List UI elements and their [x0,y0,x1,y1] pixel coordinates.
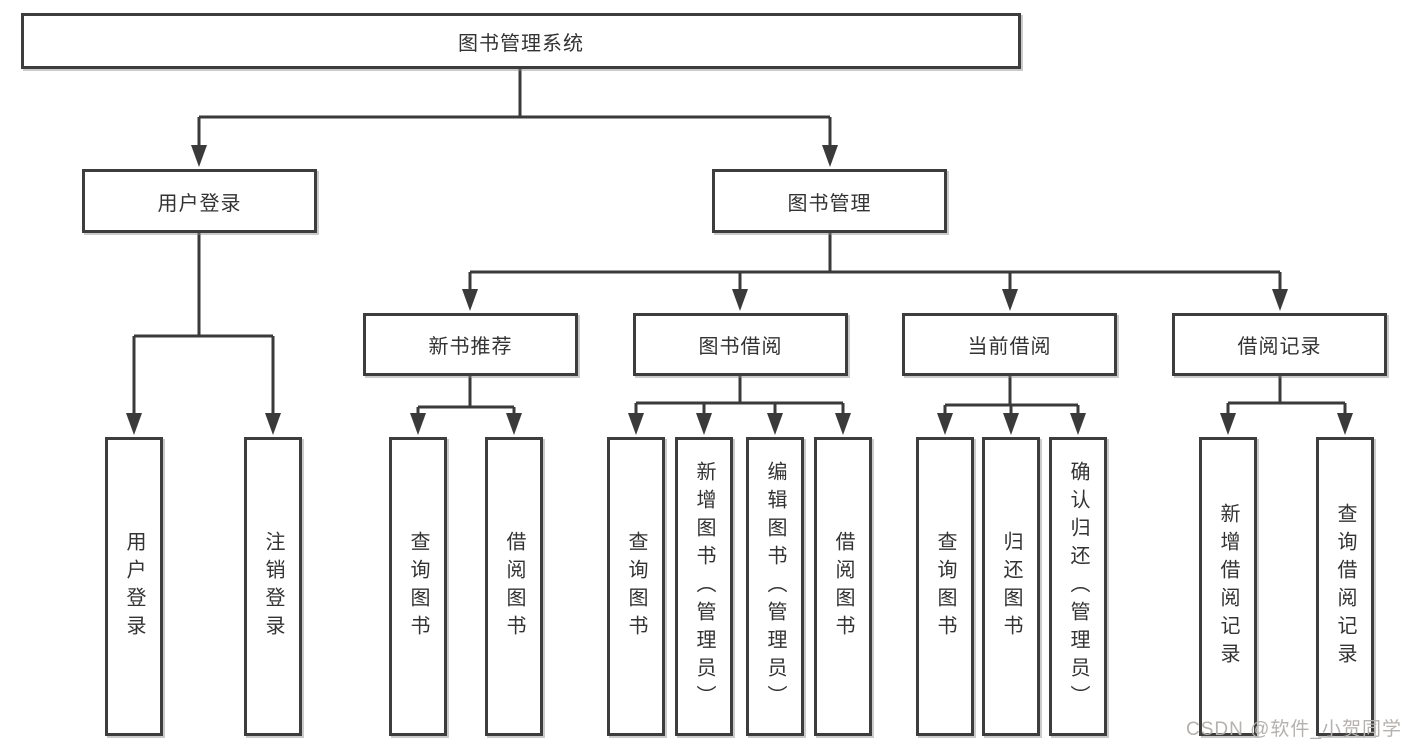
connector-currentborrow-to-leaves [937,376,1086,435]
watermark: CSDN @软件_小贺同学 [1186,719,1402,740]
leaf-records-add: 新增借阅记录 [1199,437,1257,736]
leaf-user-login-label: 用户登录 [123,530,145,643]
node-borrow-records-label: 借阅记录 [1237,336,1322,358]
leaf-current-return-label: 归还图书 [1000,530,1022,643]
connector-bookmgmt-to-level3 [462,233,1288,311]
leaf-user-login: 用户登录 [105,437,163,736]
leaf-current-query-label: 查询图书 [934,530,956,643]
node-current-borrow: 当前借阅 [902,313,1117,376]
node-book-management: 图书管理 [712,169,947,233]
connector-newbook-to-leaves [410,376,522,435]
leaf-borrow-edit-admin: 编辑图书（管理员） [746,437,804,736]
leaf-records-add-label: 新增借阅记录 [1217,502,1239,671]
leaf-borrow-edit-admin-label: 编辑图书（管理员） [764,460,786,713]
leaf-newbook-borrow-label: 借阅图书 [503,530,525,643]
leaf-logout-label: 注销登录 [262,530,284,643]
leaf-logout: 注销登录 [244,437,302,736]
leaf-records-query-label: 查询借阅记录 [1334,502,1356,671]
node-root: 图书管理系统 [21,13,1021,69]
leaf-current-confirm-admin: 确认归还（管理员） [1049,437,1107,736]
leaf-current-query: 查询图书 [916,437,974,736]
node-borrow-records: 借阅记录 [1172,313,1387,376]
leaf-newbook-query-label: 查询图书 [407,530,429,643]
node-new-book-recommend: 新书推荐 [363,313,578,376]
node-root-label: 图书管理系统 [458,32,584,55]
node-user-login: 用户登录 [82,169,317,233]
leaf-borrow-add-admin: 新增图书（管理员） [675,437,733,736]
leaf-current-return: 归还图书 [982,437,1040,736]
connector-userlogin-to-leaves [126,232,281,435]
node-new-book-recommend-label: 新书推荐 [428,336,513,358]
leaf-borrow-query-label: 查询图书 [625,530,647,643]
node-book-borrow: 图书借阅 [633,313,848,376]
leaf-newbook-query: 查询图书 [389,437,447,736]
leaf-borrow-add-admin-label: 新增图书（管理员） [693,460,715,713]
connector-root-to-level2 [191,69,838,167]
node-book-management-label: 图书管理 [787,192,872,215]
leaf-borrow-borrow-label: 借阅图书 [832,530,854,643]
leaf-newbook-borrow: 借阅图书 [485,437,543,736]
connector-bookborrow-to-leaves [628,376,851,435]
leaf-borrow-query: 查询图书 [607,437,665,736]
node-current-borrow-label: 当前借阅 [967,336,1052,358]
leaf-borrow-borrow: 借阅图书 [814,437,872,736]
connector-records-to-leaves [1220,376,1353,435]
leaf-records-query: 查询借阅记录 [1316,437,1374,736]
node-book-borrow-label: 图书借阅 [698,336,783,358]
node-user-login-label: 用户登录 [157,192,242,215]
leaf-current-confirm-admin-label: 确认归还（管理员） [1067,460,1089,713]
